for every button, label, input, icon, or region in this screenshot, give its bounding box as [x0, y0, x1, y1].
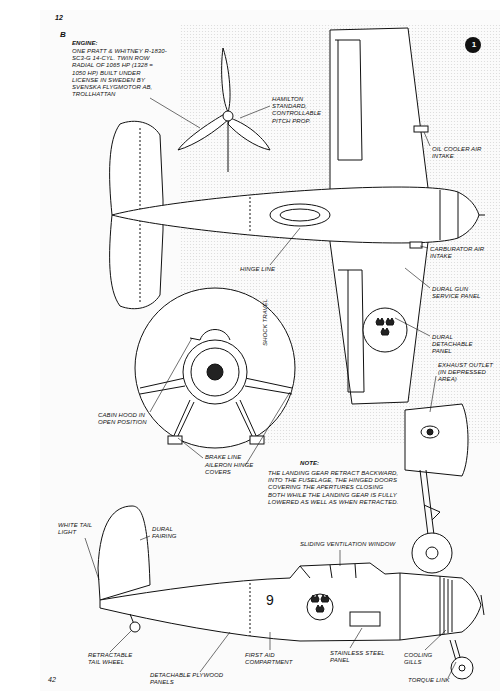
part-label: OIL COOLER AIR INTAKE: [432, 146, 488, 160]
page-mark: 12: [55, 14, 75, 22]
part-label: DURAL FAIRING: [152, 526, 190, 540]
callout-number: 1: [469, 40, 479, 50]
landing-gear-detail: [405, 404, 468, 573]
part-label: RETRACTABLE TAIL WHEEL: [88, 652, 144, 666]
part-label: DURAL GUN SERVICE PANEL: [432, 286, 490, 300]
part-label: BRAKE LINE: [205, 454, 255, 461]
page-mark: B: [60, 30, 72, 40]
propeller: [178, 48, 270, 172]
part-label: CABIN HOOD IN OPEN POSITION: [98, 412, 156, 426]
part-label: FIRST AID COMPARTMENT: [245, 652, 305, 666]
part-label: HAMILTON STANDARD, CONTROLLABLE PITCH PR…: [272, 96, 324, 125]
part-label: EXHAUST OUTLET (IN DEPRESSED AREA): [438, 362, 494, 384]
part-label: HINGE LINE: [240, 266, 280, 273]
note-text: THE LANDING GEAR RETRACT BACKWARD, INTO …: [268, 470, 400, 506]
leader-lines: [85, 98, 456, 678]
part-label: SLIDING VENTILATION WINDOW: [300, 541, 420, 548]
note-heading: NOTE:: [300, 460, 330, 467]
part-label: COOLING GILLS: [404, 652, 446, 666]
part-label: DURAL DETACHABLE PANEL: [432, 334, 490, 356]
side-profile: [98, 506, 484, 679]
page-number: 42: [48, 676, 68, 684]
engine-note: ONE PRATT & WHITNEY R-1830-SC3-G 14-CYL.…: [72, 48, 167, 98]
part-label: AILERON HINGE COVERS: [205, 462, 255, 476]
part-label: CARBURATOR AIR INTAKE: [430, 246, 490, 260]
callout-disc: [465, 37, 481, 53]
engine-heading: ENGINE:: [72, 40, 112, 47]
part-label: TORQUE LINK: [408, 677, 456, 684]
fuselage-number: 9: [266, 592, 280, 609]
front-view: [135, 288, 295, 448]
part-label: SHOCK TRAVEL: [262, 296, 269, 346]
part-label: WHITE TAIL LIGHT: [58, 522, 98, 536]
part-label: DETACHABLE PLYWOOD PANELS: [150, 672, 240, 686]
part-label: STAINLESS STEEL PANEL: [330, 650, 388, 664]
sheet: [40, 10, 500, 691]
